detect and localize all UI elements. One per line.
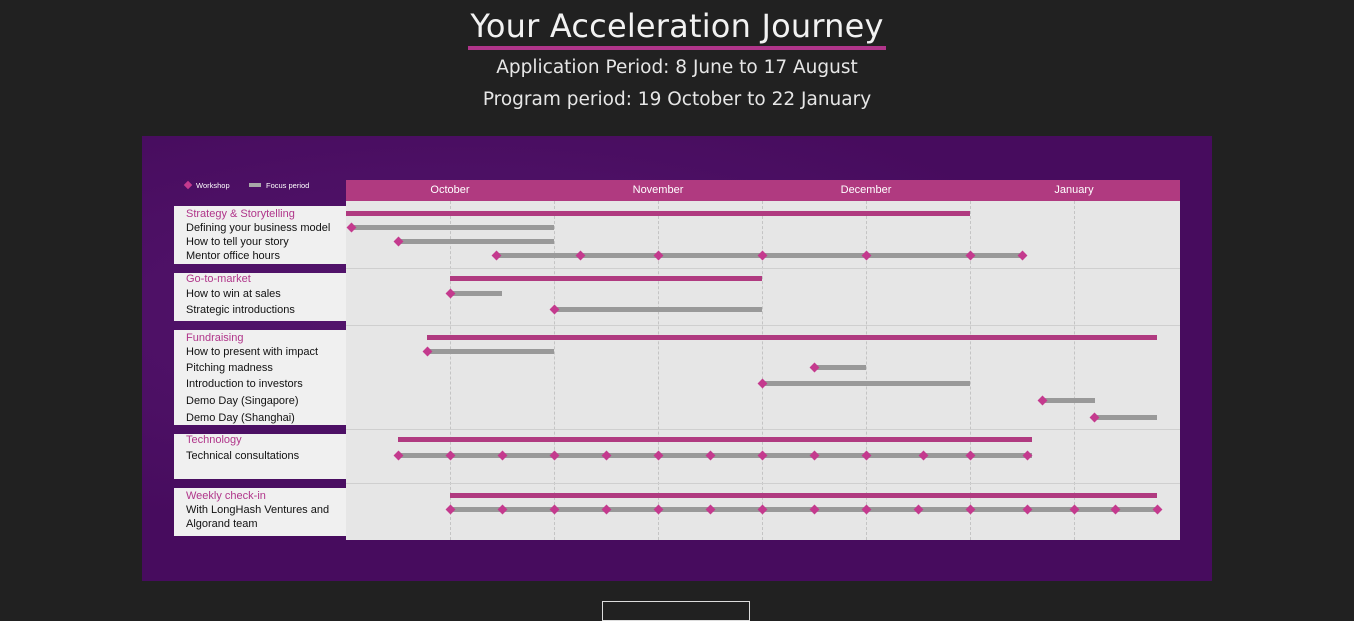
month-december: December (840, 184, 892, 196)
focus-period-bar (554, 307, 762, 312)
group-title: Strategy & Storytelling (186, 208, 295, 220)
timeline-grid (346, 201, 1180, 540)
activity-label: Strategic introductions (186, 304, 295, 316)
activity-label: Defining your business model (186, 222, 331, 234)
focus-period-bar (814, 365, 866, 370)
group-title: Technology (186, 434, 242, 446)
group-title: Weekly check-in (186, 490, 266, 502)
group-title: Go-to-market (186, 273, 251, 285)
focus-period-bar (427, 349, 554, 354)
group-span-bar (398, 437, 1033, 442)
activity-label: Demo Day (Shanghai) (186, 412, 295, 424)
focus-period-bar (351, 225, 554, 230)
activity-label: Pitching madness (186, 362, 273, 374)
activity-label: How to tell your story (186, 236, 289, 248)
workshop-diamond-icon (183, 180, 193, 190)
activity-label: Algorand team (186, 518, 258, 530)
focus-period-bar (398, 453, 1033, 458)
group-span-bar (346, 211, 970, 216)
month-january: January (1054, 184, 1094, 196)
grid-line (970, 201, 971, 540)
group-divider (346, 483, 1180, 484)
focus-bar-icon (249, 183, 261, 187)
cta-button[interactable] (602, 601, 750, 621)
activity-label: How to win at sales (186, 288, 281, 300)
legend-focus: Focus period (249, 181, 309, 190)
month-header: October November December January (346, 180, 1180, 201)
focus-period-bar (398, 239, 554, 244)
grid-line (658, 201, 659, 540)
group-span-bar (450, 493, 1158, 498)
month-october: October (430, 184, 470, 196)
group-span-bar (450, 276, 762, 281)
journey-timeline-image: Workshop Focus period October November Dec… (142, 136, 1212, 581)
activity-label: With LongHash Ventures and (186, 504, 330, 516)
focus-period-bar (1042, 398, 1095, 403)
grid-line (450, 201, 451, 540)
legend-workshop-label: Workshop (196, 181, 230, 190)
page-header: Your Acceleration Journey Application Pe… (0, 0, 1354, 116)
program-period: Program period: 19 October to 22 January (482, 89, 872, 110)
focus-period-bar (450, 291, 502, 296)
application-period: Application Period: 8 June to 17 August (496, 57, 858, 78)
grid-line (866, 201, 867, 540)
legend-workshop: Workshop (183, 180, 230, 190)
activity-label: How to present with impact (186, 346, 319, 358)
group-title: Fundraising (186, 332, 244, 344)
group-divider (346, 268, 1180, 269)
activity-label: Demo Day (Singapore) (186, 395, 299, 407)
group-divider (346, 429, 1180, 430)
activity-label: Technical consultations (186, 450, 300, 462)
grid-line (554, 201, 555, 540)
focus-period-bar (450, 507, 1158, 512)
focus-period-bar (762, 381, 970, 386)
month-november: November (632, 184, 684, 196)
focus-period-bar (1094, 415, 1158, 420)
activity-label: Introduction to investors (186, 378, 303, 390)
group-divider (346, 325, 1180, 326)
legend-focus-label: Focus period (266, 181, 310, 190)
group-span-bar (427, 335, 1158, 340)
activity-label: Mentor office hours (186, 250, 280, 262)
page-title: Your Acceleration Journey (468, 6, 886, 50)
grid-line (1074, 201, 1075, 540)
grid-line (762, 201, 763, 540)
